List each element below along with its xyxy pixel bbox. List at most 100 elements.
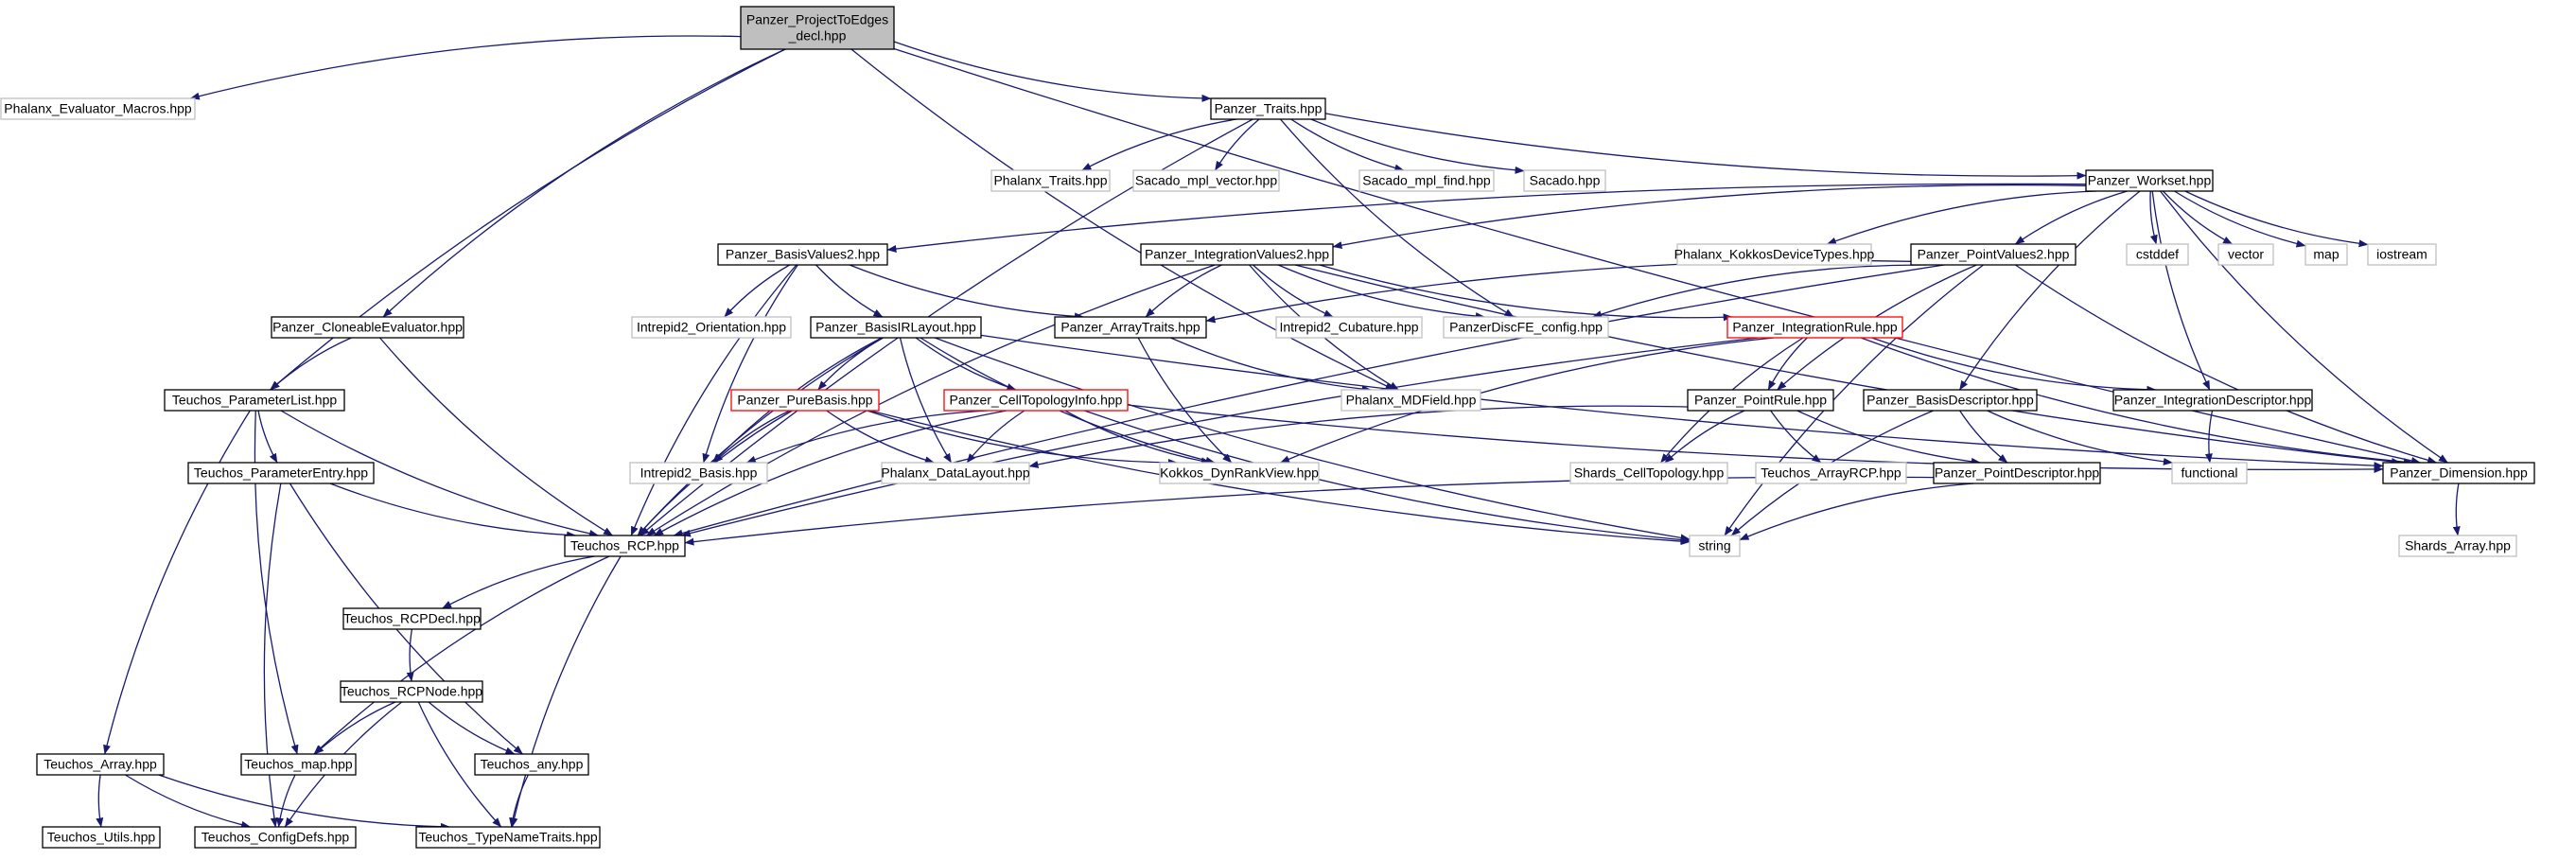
node-rcpdecl[interactable]: Teuchos_RCPDecl.hpp (342, 607, 482, 630)
edge-workset-to-cstddef (2149, 190, 2158, 245)
node-box-paramentry (187, 462, 375, 484)
node-label-intrepid_basis: Intrepid2_Basis.hpp (640, 465, 758, 481)
node-pointdesc[interactable]: Panzer_PointDescriptor.hpp (1933, 462, 2101, 484)
node-rcp[interactable]: Teuchos_RCP.hpp (564, 535, 686, 557)
node-label-sacado_vec: Sacado_mpl_vector.hpp (1135, 173, 1277, 188)
edge-purebasis-to-dynrank (867, 410, 1178, 466)
edge-array-to-configdefs (125, 774, 252, 829)
edge-intvalues-to-dimension (1294, 264, 2401, 465)
node-label-pointvalues: Panzer_PointValues2.hpp (1918, 247, 2070, 262)
node-box-cloneable (271, 316, 464, 339)
edge-pointvalues-to-dimension (2015, 264, 2438, 465)
node-pointrule[interactable]: Panzer_PointRule.hpp (1687, 389, 1834, 412)
edge-pointdesc-to-rcp (684, 476, 1935, 546)
node-box-utils (42, 826, 161, 849)
edge-rcpnode-to-typenametraits (417, 701, 502, 828)
edge-traits-to-workset (1324, 113, 2087, 180)
node-label-tmap: Teuchos_map.hpp (244, 757, 353, 772)
node-basisirlayout[interactable]: Panzer_BasisIRLayout.hpp (810, 316, 982, 339)
node-purebasis[interactable]: Panzer_PureBasis.hpp (730, 389, 880, 412)
edge-paramentry-to-configdefs (263, 483, 282, 828)
node-pointvalues[interactable]: Panzer_PointValues2.hpp (1910, 243, 2077, 266)
node-label-string: string (1698, 538, 1730, 553)
node-celltopo[interactable]: Panzer_CellTopologyInfo.hpp (943, 389, 1129, 412)
node-box-paramlist (164, 389, 345, 412)
node-paramentry[interactable]: Teuchos_ParameterEntry.hpp (187, 462, 375, 484)
node-label-rcpnode: Teuchos_RCPNode.hpp (341, 684, 482, 699)
node-box-traits (1210, 97, 1326, 120)
edge-basisirlayout-to-phx_layout (899, 337, 953, 464)
node-box-array (36, 753, 165, 776)
node-label-typenametraits: Teuchos_TypeNameTraits.hpp (418, 830, 598, 845)
edge-basisdesc-to-pointdesc (1959, 410, 2008, 464)
node-box-arrayrcp (1755, 462, 1907, 484)
node-configdefs[interactable]: Teuchos_ConfigDefs.hpp (194, 826, 357, 849)
node-box-purebasis (730, 389, 880, 412)
node-intrule[interactable]: Panzer_IntegrationRule.hpp (1726, 316, 1903, 339)
edge-workset-to-dimension (2160, 190, 2448, 464)
node-label-root: _decl.hpp (788, 28, 847, 44)
node-typenametraits[interactable]: Teuchos_TypeNameTraits.hpp (415, 826, 601, 849)
node-label-purebasis: Panzer_PureBasis.hpp (737, 393, 872, 408)
edge-rcpdecl-to-rcpnode (406, 628, 414, 682)
edge-intrule-to-dynrank (1280, 337, 1775, 464)
node-label-functional: functional (2182, 465, 2238, 481)
node-label-celltopo: Panzer_CellTopologyInfo.hpp (950, 393, 1123, 408)
edge-root-to-cloneable (382, 48, 786, 318)
edge-pointrule-to-phx_layout (1028, 405, 1689, 468)
edge-pointvalues-to-string (1724, 264, 1984, 536)
edge-arraytraits-to-dynrank (1137, 337, 1233, 464)
node-basisvalues[interactable]: Panzer_BasisValues2.hpp (717, 243, 888, 266)
edge-intrule-to-dimension (1860, 337, 2413, 466)
node-intvalues[interactable]: Panzer_IntegrationValues2.hpp (1140, 243, 1334, 266)
node-box-discfe (1443, 316, 1609, 339)
edge-root-to-traits (893, 41, 1212, 102)
edge-rcpnode-to-tmap (314, 701, 396, 755)
node-box-pointrule (1687, 389, 1834, 412)
node-dimension[interactable]: Panzer_Dimension.hpp (2382, 462, 2535, 484)
node-box-sacado_vec (1132, 169, 1280, 192)
node-box-iostream (2367, 243, 2437, 266)
node-intrepid_orient: Intrepid2_Orientation.hpp (631, 316, 792, 339)
node-root[interactable]: Panzer_ProjectToEdges_decl.hpp (740, 6, 895, 50)
node-sacado: Sacado.hpp (1523, 169, 1606, 192)
edge-workset-to-basisvalues (886, 183, 2087, 253)
node-traits[interactable]: Panzer_Traits.hpp (1210, 97, 1326, 120)
edge-dimension-to-shards_array (2452, 483, 2461, 536)
node-label-intvalues: Panzer_IntegrationValues2.hpp (1145, 247, 1329, 262)
node-utils[interactable]: Teuchos_Utils.hpp (42, 826, 161, 849)
node-label-cstddef: cstddef (2136, 247, 2179, 262)
edge-workset-to-pointvalues (2014, 190, 2128, 245)
node-box-intrepid_basis (629, 462, 768, 484)
node-discfe: PanzerDiscFE_config.hpp (1443, 316, 1609, 339)
node-box-tmap (240, 753, 357, 776)
edge-intrule-to-rcp (680, 337, 1759, 537)
edge-pointdesc-to-string (1739, 483, 1974, 541)
node-label-vector: vector (2228, 247, 2264, 262)
node-box-workset (2085, 169, 2214, 192)
node-label-array: Teuchos_Array.hpp (44, 757, 157, 772)
node-box-shards_array (2398, 535, 2517, 557)
node-tmap[interactable]: Teuchos_map.hpp (240, 753, 357, 776)
node-intdesc[interactable]: Panzer_IntegrationDescriptor.hpp (2112, 389, 2313, 412)
node-basisdesc[interactable]: Panzer_BasisDescriptor.hpp (1863, 389, 2038, 412)
node-paramlist[interactable]: Teuchos_ParameterList.hpp (164, 389, 345, 412)
edge-root-to-paramlist (270, 48, 786, 391)
node-workset[interactable]: Panzer_Workset.hpp (2085, 169, 2214, 192)
node-label-arraytraits: Panzer_ArrayTraits.hpp (1060, 320, 1200, 335)
edge-traits-to-discfe (1280, 118, 1515, 318)
node-rcpnode[interactable]: Teuchos_RCPNode.hpp (340, 680, 483, 703)
edge-basisvalues-to-intrepid_basis (702, 264, 798, 464)
node-functional: functional (2171, 462, 2248, 484)
node-any[interactable]: Teuchos_any.hpp (474, 753, 589, 776)
edge-pointvalues-to-discfe (1592, 264, 1927, 318)
node-array[interactable]: Teuchos_Array.hpp (36, 753, 165, 776)
edge-basisvalues-to-rcp (630, 264, 797, 536)
node-cloneable[interactable]: Panzer_CloneableEvaluator.hpp (271, 316, 464, 339)
edge-pointvalues-to-rcp (673, 264, 1945, 537)
node-arraytraits[interactable]: Panzer_ArrayTraits.hpp (1054, 316, 1207, 339)
node-iostream: iostream (2367, 243, 2437, 266)
node-label-phx_kokkos: Phalanx_KokkosDeviceTypes.hpp (1674, 247, 1875, 262)
node-map: map (2304, 243, 2348, 266)
node-label-phx_macros: Phalanx_Evaluator_Macros.hpp (4, 101, 192, 116)
